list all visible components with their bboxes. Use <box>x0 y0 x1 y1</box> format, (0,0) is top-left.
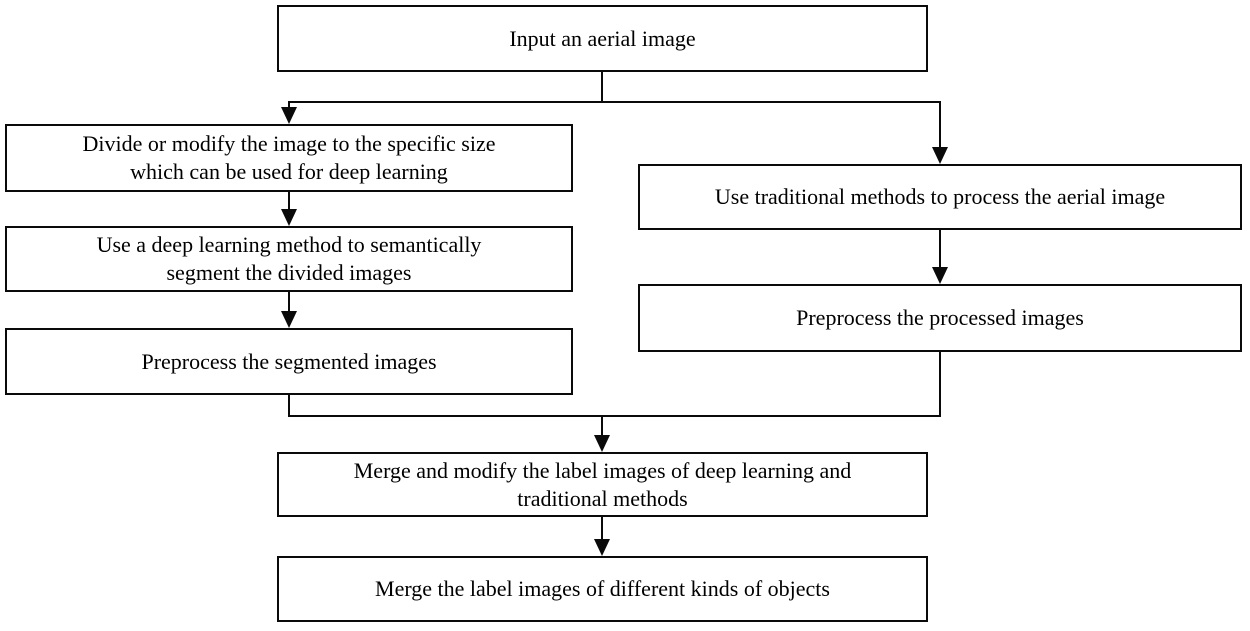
connector-traditional-to-preprocess <box>939 228 941 269</box>
connector-preprocess-segmented-elbow <box>288 393 290 417</box>
node-input-aerial-image: Input an aerial image <box>277 5 928 72</box>
node-label: Preprocess the segmented images <box>141 348 437 374</box>
node-label: Merge the label images of different kind… <box>375 576 830 601</box>
node-label: Input an aerial image <box>509 25 696 51</box>
arrowhead-down-icon <box>281 107 297 124</box>
connector-merge-stem <box>601 415 603 437</box>
arrowhead-down-icon <box>594 435 610 452</box>
connector-preprocess-processed-elbow <box>939 350 941 417</box>
node-preprocess-segmented-images: Preprocess the segmented images <box>5 328 573 395</box>
arrowhead-down-icon <box>932 147 948 164</box>
node-label: Use traditional methods to process the a… <box>714 184 1166 209</box>
node-deep-learning-segmentation: Use a deep learning method to semantical… <box>5 226 573 292</box>
arrowhead-down-icon <box>594 539 610 556</box>
connector-deep-segment-to-preprocess <box>288 290 290 313</box>
node-label: Preprocess the processed images <box>796 305 1084 330</box>
connector-divide-to-deep-segment <box>288 190 290 211</box>
connector-right-branch-stem <box>939 101 941 149</box>
node-label: Divide or modify the image to the specif… <box>82 131 496 184</box>
connector-split-bar <box>288 101 941 103</box>
connector-input-stem <box>601 71 603 103</box>
node-merge-and-modify-labels: Merge and modify the label images of dee… <box>277 452 928 517</box>
node-label: Merge and modify the label images of dee… <box>353 457 852 511</box>
node-divide-or-modify-image: Divide or modify the image to the specif… <box>5 124 573 192</box>
arrowhead-down-icon <box>281 209 297 226</box>
node-merge-object-labels: Merge the label images of different kind… <box>277 556 928 622</box>
connector-left-branch-stem <box>288 101 290 111</box>
arrowhead-down-icon <box>932 267 948 284</box>
node-traditional-methods: Use traditional methods to process the a… <box>638 164 1242 230</box>
node-preprocess-processed-images: Preprocess the processed images <box>638 284 1242 352</box>
connector-merge-bar <box>288 415 941 417</box>
node-label: Use a deep learning method to semantical… <box>96 232 482 285</box>
connector-merge-to-final <box>601 515 603 541</box>
arrowhead-down-icon <box>281 311 297 328</box>
